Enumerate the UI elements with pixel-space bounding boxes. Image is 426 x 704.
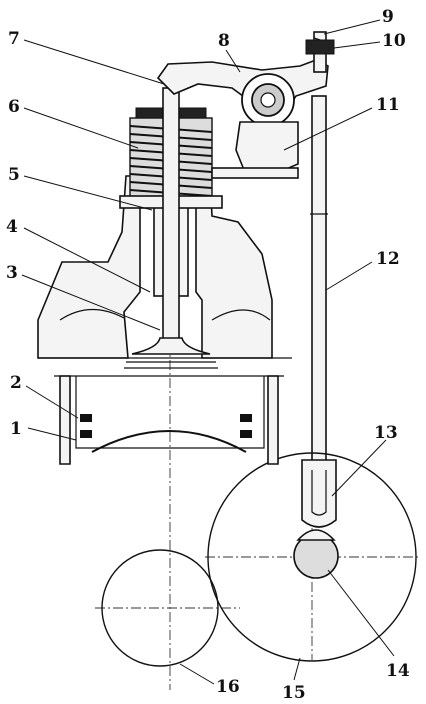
label-6: 6 [8, 97, 20, 117]
leader-2 [25, 385, 79, 419]
label-15: 15 [282, 683, 306, 703]
leader-8 [225, 49, 241, 73]
leader-13 [331, 439, 387, 497]
rocker-support [235, 121, 299, 171]
cam-lobe-nose [296, 529, 336, 541]
tappet-cup [311, 470, 327, 516]
crankshaft-gear [101, 549, 219, 667]
label-8: 8 [218, 31, 230, 51]
leader-1 [27, 427, 77, 441]
leader-9 [323, 19, 381, 35]
label-7: 7 [8, 29, 20, 49]
label-2: 2 [10, 373, 22, 393]
leader-10 [333, 41, 381, 49]
label-10: 10 [382, 31, 406, 51]
lock-nut [305, 39, 335, 55]
leader-3 [21, 274, 161, 331]
label-3: 3 [6, 263, 18, 283]
valve-stem [162, 87, 180, 351]
leader-12 [325, 261, 373, 291]
leader-4 [23, 227, 151, 293]
leader-7 [23, 39, 165, 85]
valve-head [131, 337, 211, 355]
label-9: 9 [382, 7, 394, 27]
camshaft-gear [207, 452, 417, 662]
label-13: 13 [374, 423, 398, 443]
push-rod [311, 95, 327, 487]
rocker-support-base [211, 167, 299, 179]
leader-6 [23, 107, 139, 149]
leader-15 [293, 657, 301, 681]
label-1: 1 [10, 419, 22, 439]
label-16: 16 [216, 677, 240, 697]
head-port-left [59, 308, 125, 321]
leader-16 [179, 663, 215, 685]
label-11: 11 [376, 95, 400, 115]
rocker-shaft-bore [260, 92, 276, 108]
label-4: 4 [6, 217, 18, 237]
leader-5 [23, 175, 153, 211]
head-port-right [211, 309, 271, 321]
label-12: 12 [376, 249, 400, 269]
label-5: 5 [8, 165, 20, 185]
label-14: 14 [386, 661, 410, 681]
cylinder-head [37, 175, 141, 359]
piston [54, 375, 284, 465]
tappet [301, 459, 337, 528]
valve-seat-lines [124, 361, 218, 369]
leader-11 [283, 107, 373, 151]
leader-14 [327, 569, 395, 657]
